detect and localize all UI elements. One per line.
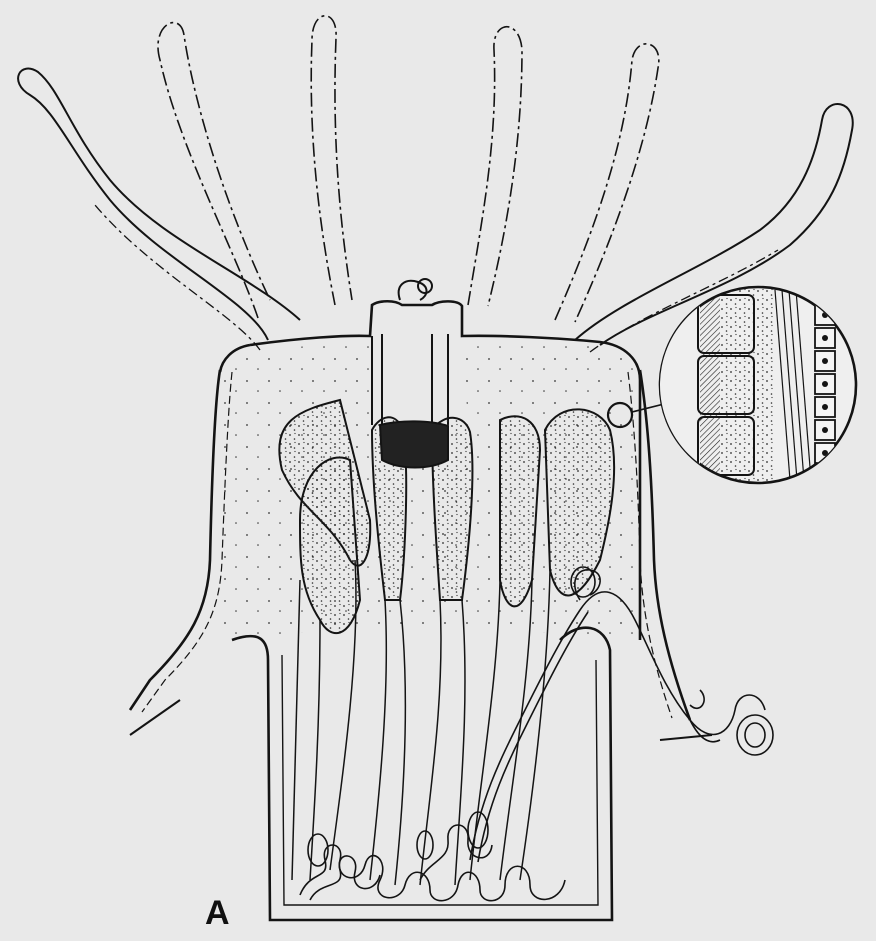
- panel-label: A: [205, 896, 230, 930]
- far-tentacles: [158, 16, 659, 322]
- acontia-coils: [300, 812, 565, 901]
- magnified-body-wall-inset: [660, 280, 856, 500]
